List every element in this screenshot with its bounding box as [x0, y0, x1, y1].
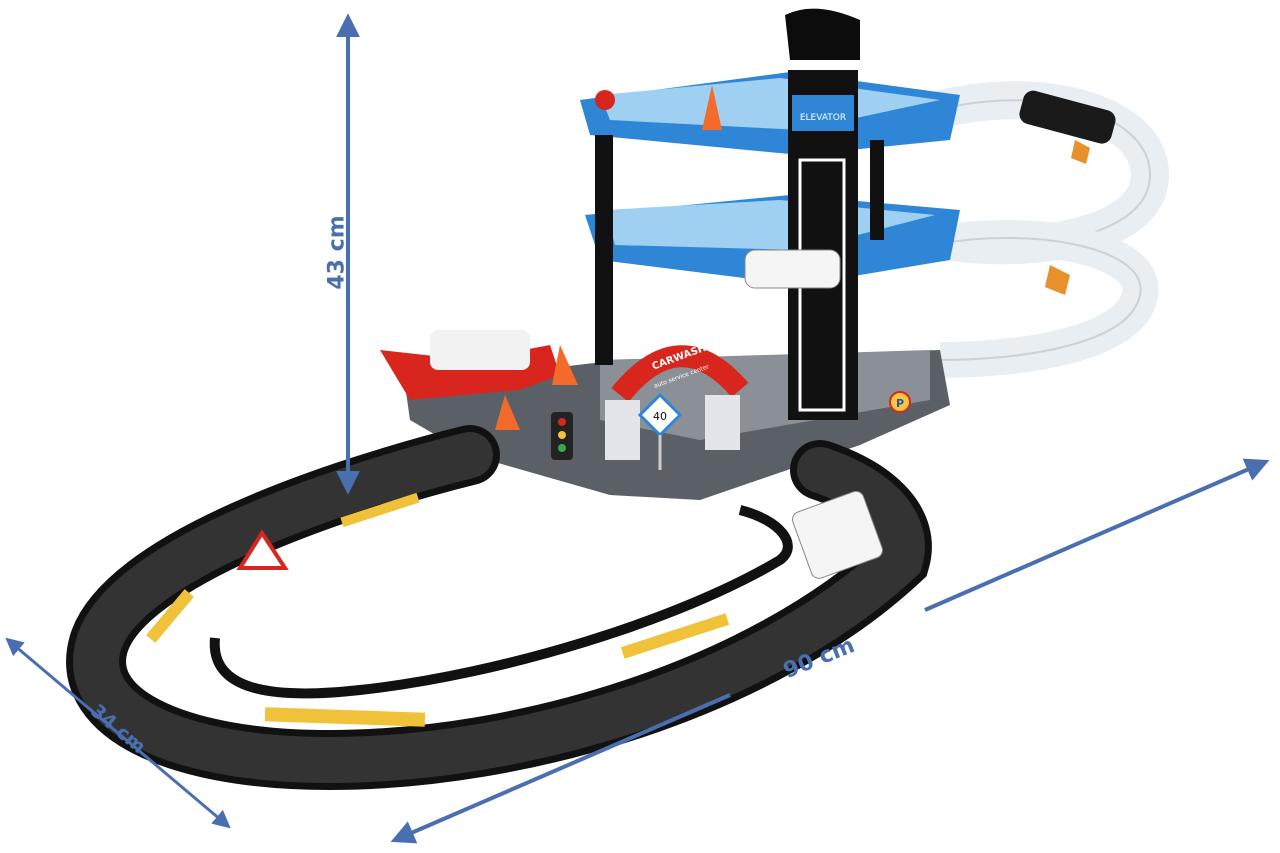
- parking-decks: [580, 72, 960, 365]
- road-arrow-mark: [340, 492, 420, 528]
- spiral-ramp: [914, 81, 1170, 378]
- pedestrian-warning-sign: [236, 529, 289, 570]
- traffic-cone: [552, 345, 578, 385]
- road-signs: 40 P: [236, 391, 911, 570]
- ramp-arrow-mark: [1045, 265, 1070, 295]
- police-van-toy: [430, 330, 530, 370]
- length-arrow-right: [924, 458, 1270, 612]
- support-pillar: [870, 140, 884, 240]
- black-police-car-toy: [1019, 90, 1116, 144]
- toy-cars: [744, 90, 1116, 579]
- height-label: 43 cm: [324, 215, 350, 290]
- ramp-arrow-mark: [1071, 140, 1090, 164]
- traffic-cone: [495, 395, 520, 430]
- length-arrow-left: [390, 693, 731, 844]
- road-arrow-mark: [264, 707, 426, 727]
- road-arrow-mark: [620, 613, 730, 659]
- police-truck-toy: [792, 490, 883, 579]
- elevator-tower: ELEVATOR: [785, 8, 860, 420]
- support-pillar: [595, 135, 613, 365]
- car-lift: [380, 330, 578, 430]
- beacon-light: [595, 90, 615, 110]
- elevator-sign: ELEVATOR: [800, 113, 846, 123]
- traffic-cone: [702, 85, 722, 130]
- speed-limit-sign: 40: [653, 410, 667, 423]
- dimension-arrows: [5, 13, 1270, 844]
- crank-handle: [785, 8, 860, 61]
- parking-sign: P: [896, 397, 904, 410]
- road-arrow-mark: [146, 589, 194, 643]
- depth-arrow: [5, 637, 231, 829]
- police-car-toy: [744, 249, 841, 289]
- road-track: [66, 425, 932, 791]
